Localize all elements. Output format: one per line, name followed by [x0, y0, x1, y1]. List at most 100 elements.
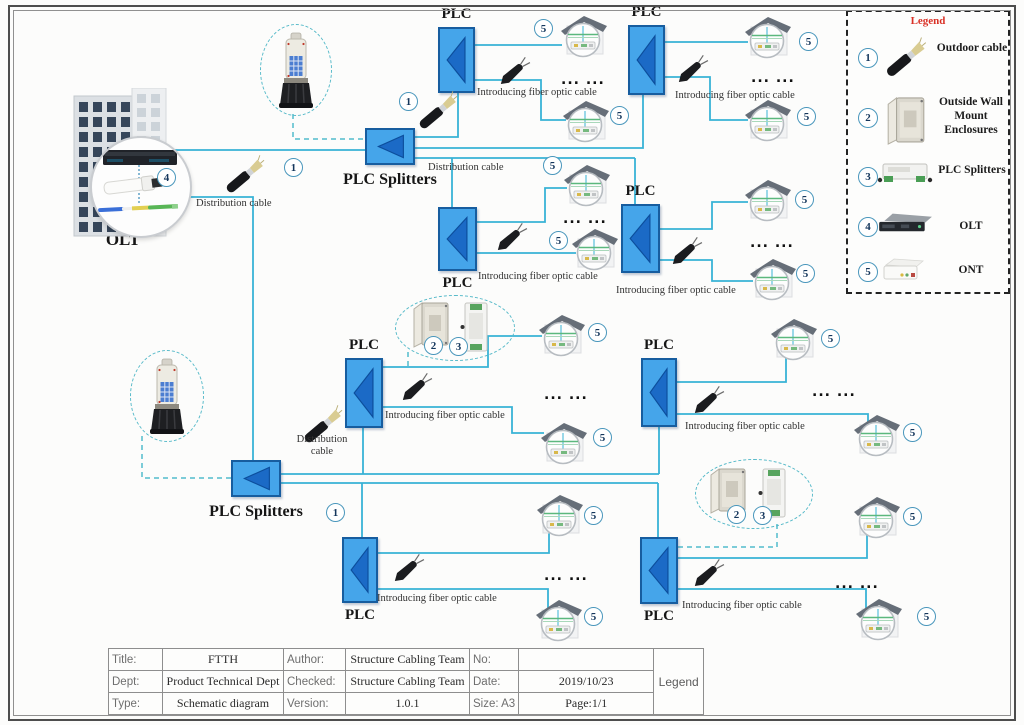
title-block-cell-c6-row0 — [518, 648, 655, 671]
badge-5: 5 — [534, 19, 553, 38]
subscriber-house-icon — [742, 176, 794, 222]
outdoor-cable-icon — [880, 32, 932, 84]
title-block-cell-c1-row1: Dept: — [108, 670, 163, 693]
more-units-dots: ... ... — [750, 235, 794, 251]
introducing-cable-label: Introducing fiber optic cable — [477, 87, 597, 98]
subscriber-house-icon — [534, 491, 586, 537]
badge-5: 5 — [799, 32, 818, 51]
dome-splice-closure-icon — [147, 358, 187, 436]
plc-label: PLC — [644, 608, 674, 624]
subscriber-house-icon — [747, 255, 799, 301]
introducing-cable-label: Introducing fiber optic cable — [682, 600, 802, 611]
title-block-cell-c4-row2: 1.0.1 — [345, 692, 470, 715]
badge-3: 3 — [753, 506, 772, 525]
subscriber-house-icon — [533, 596, 585, 642]
more-units-dots: ... ... — [544, 387, 588, 403]
drop-cable-icon — [686, 381, 726, 425]
plc-label: PLC — [644, 337, 674, 353]
splitter-triangle-icon — [350, 546, 369, 594]
drop-cable-icon — [670, 50, 710, 94]
plc-splitter-icon — [876, 160, 934, 186]
drop-cable-icon — [664, 232, 704, 276]
plc-splitters-label: PLC Splitters — [343, 171, 437, 188]
more-units-dots: ... ... — [835, 576, 879, 592]
legend-num-badge: 3 — [858, 167, 878, 187]
distribution-cable-icon — [220, 150, 270, 200]
badge-2: 2 — [424, 336, 443, 355]
plc-box — [345, 358, 383, 428]
plc-box — [621, 204, 660, 273]
splitter-triangle-icon — [446, 36, 466, 84]
badge-5: 5 — [797, 107, 816, 126]
plc-label: PLC — [631, 4, 662, 20]
title-block-cell-c3-row0: Author: — [283, 648, 346, 671]
introducing-cable-label: Introducing fiber optic cable — [675, 90, 795, 101]
subscriber-house-icon — [569, 225, 621, 271]
subscriber-house-icon — [742, 13, 794, 59]
drop-cable-icon — [394, 368, 434, 412]
plc-box — [438, 207, 477, 271]
badge-5: 5 — [588, 323, 607, 342]
more-units-dots: ... ... — [751, 70, 795, 86]
legend-num-badge: 4 — [858, 217, 878, 237]
title-block-cell-c1-row0: Title: — [108, 648, 163, 671]
subscriber-house-icon — [538, 419, 590, 465]
legend-item-label: OLT — [959, 220, 983, 232]
distribution-cable-label: Distribution cable — [196, 198, 272, 209]
badge-1: 1 — [284, 158, 303, 177]
badge-5: 5 — [795, 190, 814, 209]
plc-splitters-label: PLC Splitters — [209, 503, 303, 520]
plc-box — [640, 537, 678, 604]
legend-item-label: PLC Splitters — [938, 164, 1006, 176]
more-units-dots: ... ... — [812, 384, 856, 400]
title-block-cell-c4-row0: Structure Cabling Team — [345, 648, 470, 671]
olt-rack-icon — [103, 150, 177, 165]
splitter-triangle-icon — [636, 34, 656, 86]
title-block-cell-c6-row1: 2019/10/23 — [518, 670, 655, 693]
drop-cable-icon — [489, 218, 529, 262]
plc-label: PLC — [442, 275, 473, 291]
more-units-dots: ... ... — [544, 568, 588, 584]
badge-3: 3 — [449, 337, 468, 356]
badge-2: 2 — [727, 505, 746, 524]
splitter-triangle-icon — [648, 546, 669, 595]
title-block-cell-c3-row1: Checked: — [283, 670, 346, 693]
more-units-dots: ... ... — [561, 72, 605, 88]
introducing-cable-label: Introducing fiber optic cable — [685, 421, 805, 432]
plc-splitter-module-icon — [757, 467, 789, 519]
title-block-legend-cell: Legend — [653, 648, 705, 715]
distribution-cable-icon — [298, 400, 348, 450]
splitter-triangle-icon — [242, 466, 270, 491]
subscriber-house-icon — [851, 493, 903, 539]
title-block-cell-c2-row1: Product Technical Dept — [162, 670, 284, 693]
badge-5: 5 — [584, 607, 603, 626]
badge-5: 5 — [796, 264, 815, 283]
splitter-triangle-icon — [376, 134, 404, 159]
plc-label: PLC — [625, 183, 656, 199]
plc-splitters-box — [231, 460, 281, 497]
title-block-cell-c6-row2: Page:1/1 — [518, 692, 655, 715]
subscriber-house-icon — [560, 97, 612, 143]
title-block-cell-c5-row1: Date: — [468, 670, 520, 693]
plc-label: PLC — [441, 6, 472, 22]
badge-1: 1 — [399, 92, 418, 111]
badge-5: 5 — [903, 507, 922, 526]
introducing-cable-label: Introducing fiber optic cable — [616, 285, 736, 296]
title-block-cell-c4-row1: Structure Cabling Team — [345, 670, 470, 693]
legend-item-label: Outdoor cable — [936, 42, 1008, 54]
wall-mount-enclosure-icon — [707, 466, 749, 516]
distribution-cable-label: Distribution cable — [428, 162, 504, 173]
drop-cable-icon — [386, 549, 426, 593]
ont-icon — [878, 256, 928, 286]
dome-splice-closure-icon — [276, 32, 316, 110]
badge-1: 1 — [326, 503, 345, 522]
patch-cable-strip-icon — [98, 204, 182, 212]
olt-closeup-circle — [90, 136, 192, 238]
title-block-cell-c1-row2: Type: — [108, 692, 163, 715]
splitter-triangle-icon — [649, 367, 668, 418]
title-block-cell-c5-row2: Size: A3 — [468, 692, 520, 715]
subscriber-house-icon — [851, 411, 903, 457]
legend-num-badge: 1 — [858, 48, 878, 68]
title-block-cell-c5-row0: No: — [468, 648, 520, 671]
